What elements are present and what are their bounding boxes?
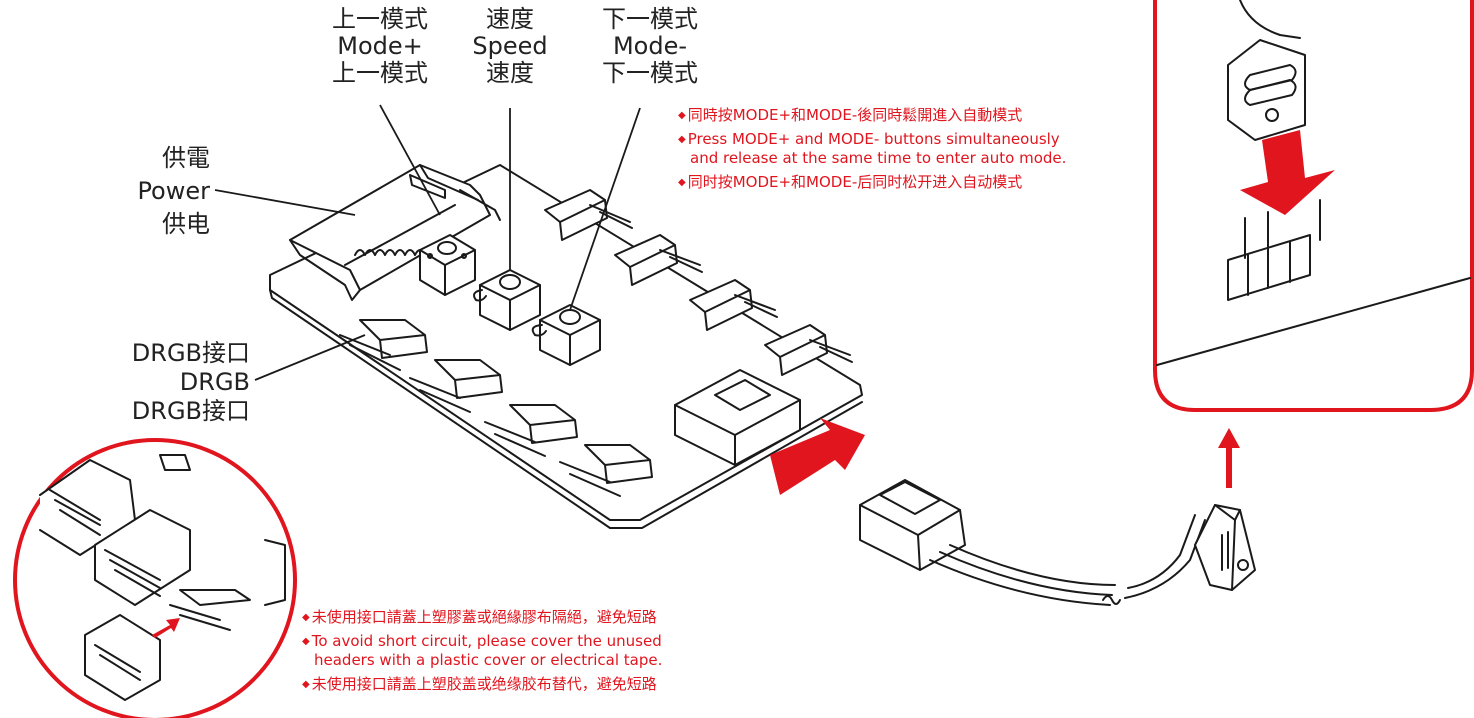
pin-connector-plug xyxy=(1194,504,1256,591)
short-circuit-note-en-2: headers with a plastic cover or electric… xyxy=(314,651,663,669)
arrow-diagonal-icon xyxy=(152,618,180,638)
short-circuit-note: 未使用接口請蓋上塑膠蓋或絕緣膠布隔絕，避免短路 To avoid short c… xyxy=(302,608,663,694)
drgb-label-zh-cn: DRGB接口 xyxy=(131,397,250,425)
mode-plus-button-shape xyxy=(419,234,476,296)
drgb-header-left-group xyxy=(339,319,653,497)
auto-mode-note-zh-cn: 同时按MODE+和MODE-后同时松开进入自动模式 xyxy=(678,173,1066,192)
mode-minus-button-shape xyxy=(531,304,601,366)
short-circuit-note-en-1: To avoid short circuit, please cover the… xyxy=(302,632,662,651)
auto-mode-note-en-2: and release at the same time to enter au… xyxy=(690,149,1067,167)
mode-minus-label-zh-cn: 下一模式 xyxy=(602,59,698,87)
speed-label-zh-tw: 速度 xyxy=(486,5,534,33)
mode-plus-label-zh-cn: 上一模式 xyxy=(332,59,428,87)
speed-label-en: Speed xyxy=(472,32,548,60)
mode-minus-label-zh-tw: 下一模式 xyxy=(602,5,698,33)
fan-connector-on-board xyxy=(674,369,801,466)
power-label-zh-tw: 供電 xyxy=(162,144,210,172)
short-circuit-note-zh-tw: 未使用接口請蓋上塑膠蓋或絕緣膠布隔絕，避免短路 xyxy=(302,608,662,627)
drgb-label-en: DRGB xyxy=(179,368,250,396)
speed-label-zh-cn: 速度 xyxy=(486,59,534,87)
mode-plus-label-en: Mode+ xyxy=(337,32,423,60)
drgb-label: DRGB接口 DRGB DRGB接口 xyxy=(80,340,250,425)
drgb-header-right-group xyxy=(544,189,853,376)
arrow-right-icon xyxy=(770,418,865,495)
mode-minus-label: 下一模式 Mode- 下一模式 xyxy=(585,6,715,87)
power-label-zh-cn: 供电 xyxy=(162,210,210,238)
auto-mode-note-en-1: Press MODE+ and MODE- buttons simultaneo… xyxy=(678,130,1066,149)
mode-plus-label-zh-tw: 上一模式 xyxy=(332,5,428,33)
power-label-en: Power xyxy=(137,177,210,205)
inset-panel xyxy=(1153,0,1474,412)
speed-label: 速度 Speed 速度 xyxy=(460,6,560,87)
incoming-connector xyxy=(859,479,1206,606)
arrow-up-icon xyxy=(1218,428,1240,488)
arrow-down-icon xyxy=(1240,130,1335,215)
auto-mode-note-zh-tw: 同時按MODE+和MODE-後同時鬆開進入自動模式 xyxy=(678,106,1066,125)
mode-plus-label: 上一模式 Mode+ 上一模式 xyxy=(315,6,445,87)
power-label: 供電 Power 供电 xyxy=(90,145,210,238)
inset-circle xyxy=(13,438,297,718)
drgb-label-zh-tw: DRGB接口 xyxy=(131,339,250,367)
mode-minus-label-en: Mode- xyxy=(612,32,688,60)
auto-mode-note: 同時按MODE+和MODE-後同時鬆開進入自動模式 Press MODE+ an… xyxy=(678,106,1067,192)
short-circuit-note-zh-cn: 未使用接口請盖上塑胶盖或绝缘胶布替代，避免短路 xyxy=(302,675,662,694)
